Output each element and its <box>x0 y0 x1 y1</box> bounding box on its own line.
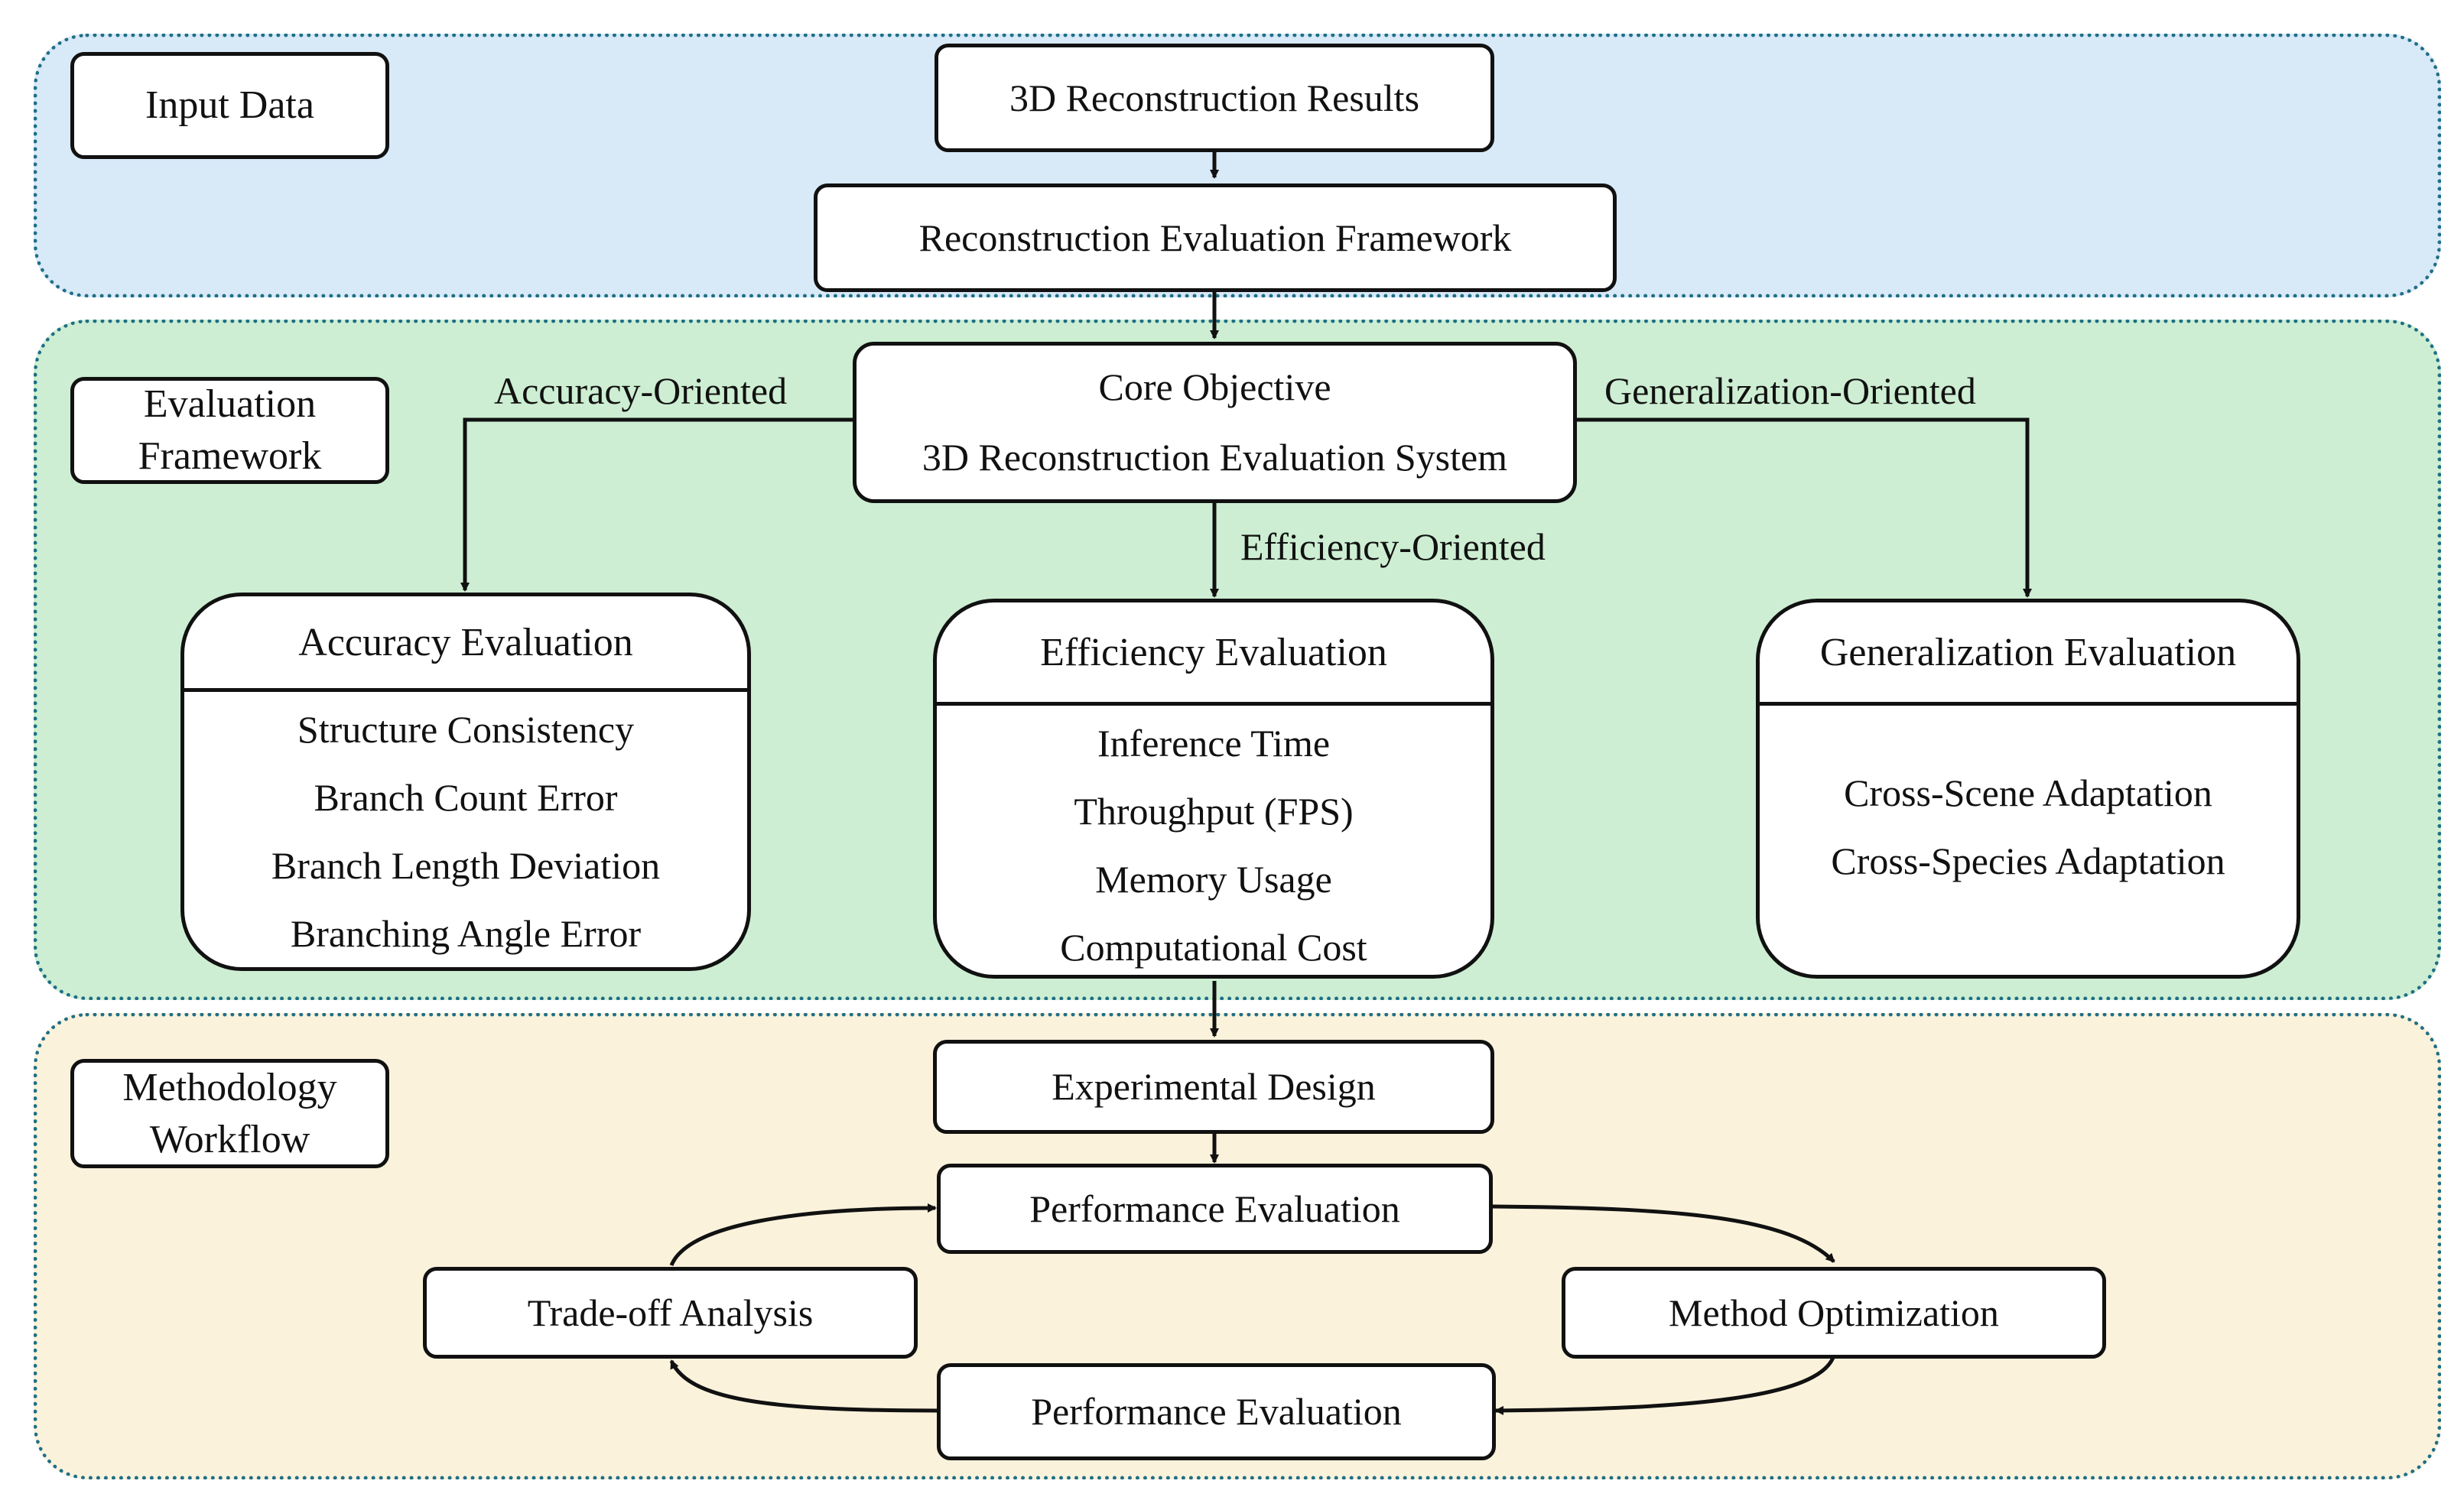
accuracy-metric: Branching Angle Error <box>290 912 642 955</box>
core-objective-system: 3D Reconstruction Evaluation System <box>922 436 1508 479</box>
arrow-performance-bottom-to-tradeoff <box>669 1359 938 1413</box>
experimental-design-box: Experimental Design <box>933 1040 1494 1134</box>
generalization-evaluation-title: Generalization Evaluation <box>1760 602 2297 706</box>
tag-line: Framework <box>138 434 322 478</box>
efficiency-metric: Computational Cost <box>1060 926 1367 969</box>
efficiency-evaluation-card: Efficiency Evaluation Inference Time Thr… <box>933 599 1494 979</box>
reconstruction-results-box: 3D Reconstruction Results <box>935 44 1494 152</box>
arrow-tradeoff-to-performance-top <box>669 1203 937 1267</box>
performance-evaluation-bottom-box: Performance Evaluation <box>937 1363 1496 1460</box>
method-optimization-box: Method Optimization <box>1562 1267 2106 1359</box>
generalization-oriented-label: Generalization-Oriented <box>1604 369 1976 412</box>
tag-line: Methodology <box>122 1065 337 1109</box>
arrow-core-to-accuracy <box>460 417 854 592</box>
performance-evaluation-top-box: Performance Evaluation <box>937 1164 1493 1254</box>
generalization-metric: Cross-Species Adaptation <box>1831 839 2225 882</box>
accuracy-metric: Structure Consistency <box>297 708 635 751</box>
efficiency-metric: Inference Time <box>1097 722 1331 765</box>
core-objective-box: Core Objective 3D Reconstruction Evaluat… <box>853 342 1577 503</box>
arrow-optimization-to-performance-bottom <box>1494 1355 1836 1415</box>
arrow-performance-to-optimization <box>1492 1204 1835 1263</box>
accuracy-metric: Branch Count Error <box>314 776 618 819</box>
tag-line: Workflow <box>149 1117 310 1161</box>
generalization-evaluation-card: Generalization Evaluation Cross-Scene Ad… <box>1756 599 2300 979</box>
generalization-metric: Cross-Scene Adaptation <box>1844 771 2212 814</box>
input-data-tag: Input Data <box>70 52 389 159</box>
evaluation-framework-tag: Evaluation Framework <box>70 377 389 484</box>
tag-line: Evaluation <box>143 382 317 427</box>
accuracy-oriented-label: Accuracy-Oriented <box>494 369 788 412</box>
efficiency-evaluation-title: Efficiency Evaluation <box>937 602 1490 706</box>
methodology-workflow-tag: Methodology Workflow <box>70 1059 389 1168</box>
efficiency-metric: Memory Usage <box>1095 858 1332 901</box>
evaluation-framework-box: Reconstruction Evaluation Framework <box>814 183 1617 292</box>
core-objective-title: Core Objective <box>1098 365 1331 408</box>
tradeoff-analysis-box: Trade-off Analysis <box>423 1267 918 1359</box>
arrow-core-to-generalization <box>1575 417 2032 598</box>
efficiency-oriented-label: Efficiency-Oriented <box>1240 525 1546 568</box>
accuracy-evaluation-title: Accuracy Evaluation <box>184 596 747 692</box>
efficiency-metric: Throughput (FPS) <box>1074 790 1354 833</box>
accuracy-evaluation-card: Accuracy Evaluation Structure Consistenc… <box>180 593 751 971</box>
accuracy-metric: Branch Length Deviation <box>271 844 661 887</box>
